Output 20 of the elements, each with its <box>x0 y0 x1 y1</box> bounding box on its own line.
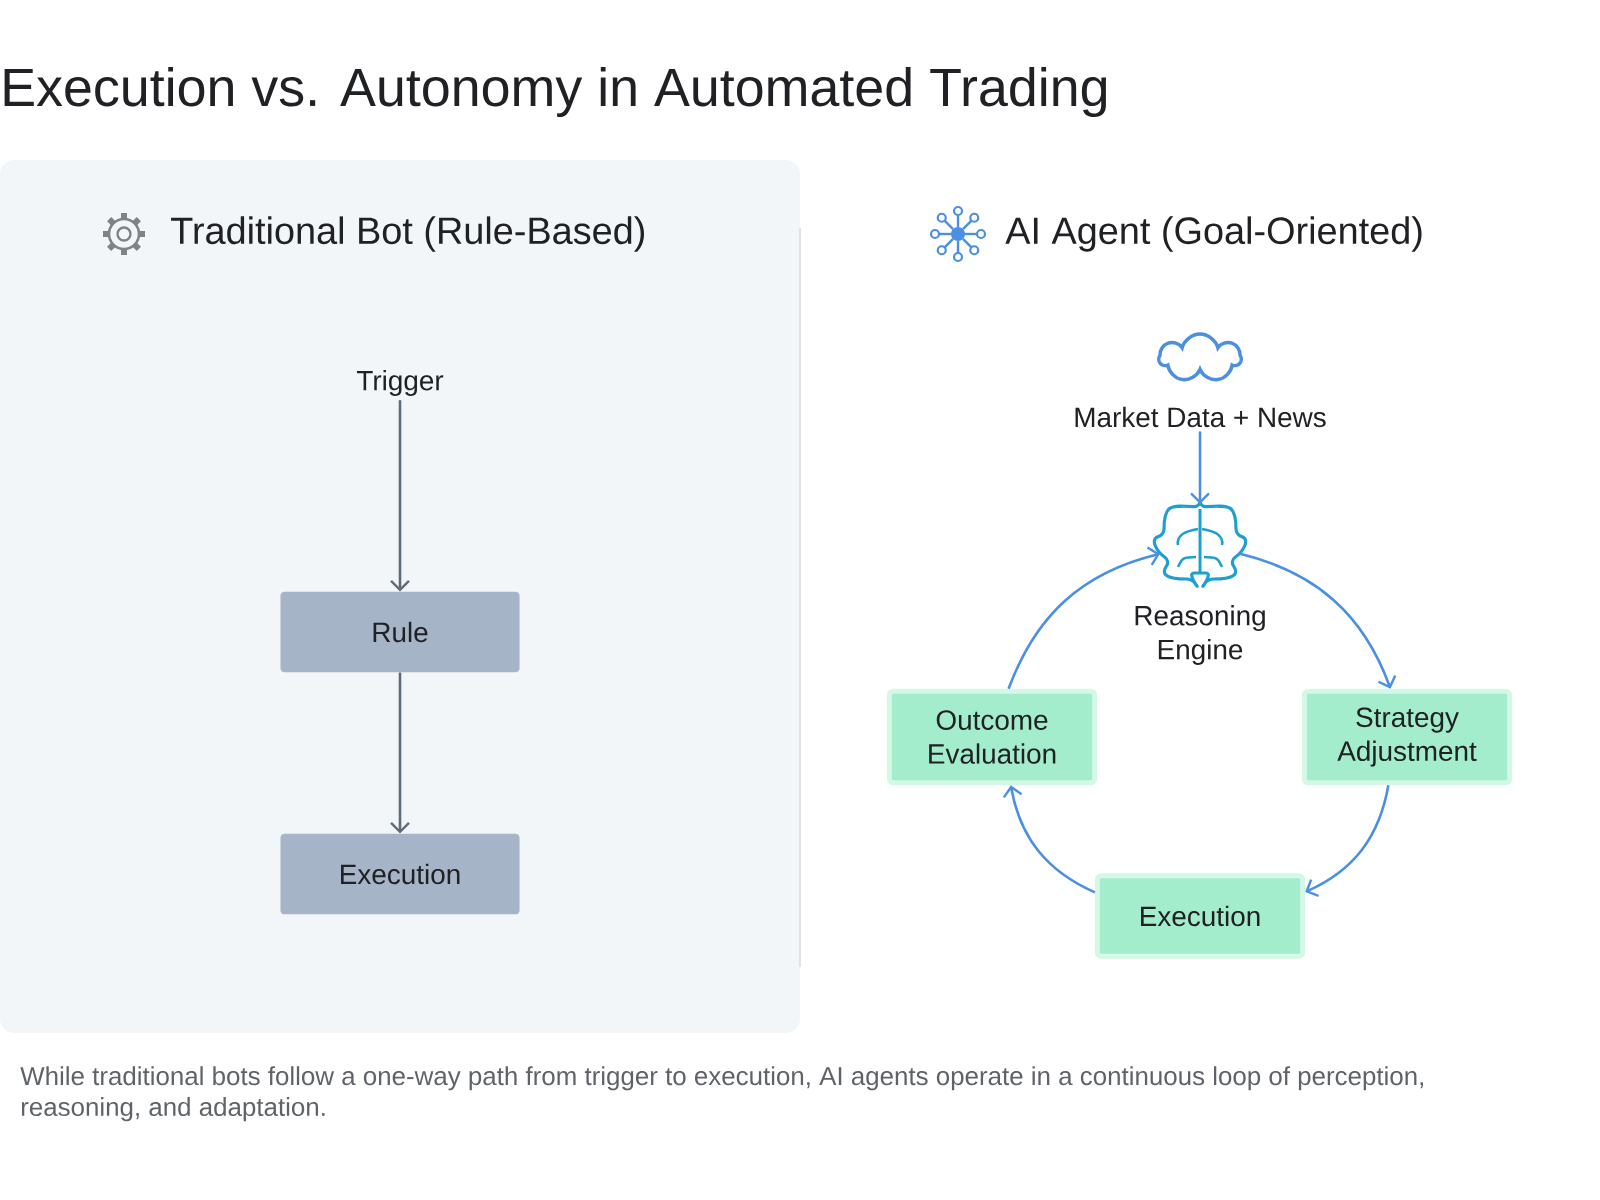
arrow <box>1190 431 1210 504</box>
brain-drawing <box>1152 499 1248 588</box>
flow-label: Market Data + News <box>1075 406 1326 428</box>
process-box: Execution <box>1094 873 1306 959</box>
process-box: Outcome Evaluation <box>886 688 1098 786</box>
title: Execution vs. Autonomy in Automated Trading <box>4 66 1107 118</box>
process-box: Execution <box>280 833 520 915</box>
process-box: Rule <box>280 591 520 673</box>
arrow <box>1305 785 1390 898</box>
flow-label: Trigger <box>356 370 444 396</box>
arrow <box>390 672 410 834</box>
arrow <box>390 400 410 592</box>
panel-heading: Traditional Bot (Rule-Based) <box>171 216 644 252</box>
process-box: Strategy Adjustment <box>1301 688 1513 786</box>
node-caption: Reasoning Engine <box>1135 605 1265 665</box>
arrow <box>1239 552 1397 689</box>
caption: While traditional bots follow a one-way path from trigger to execution, AI agents operate in a continuous loop of perception, reasoning, and adaptation. <box>20 1066 1423 1122</box>
arrow <box>1007 546 1160 690</box>
panel-heading: AI Agent (Goal-Oriented) <box>1005 216 1422 252</box>
arrow <box>1002 785 1096 894</box>
